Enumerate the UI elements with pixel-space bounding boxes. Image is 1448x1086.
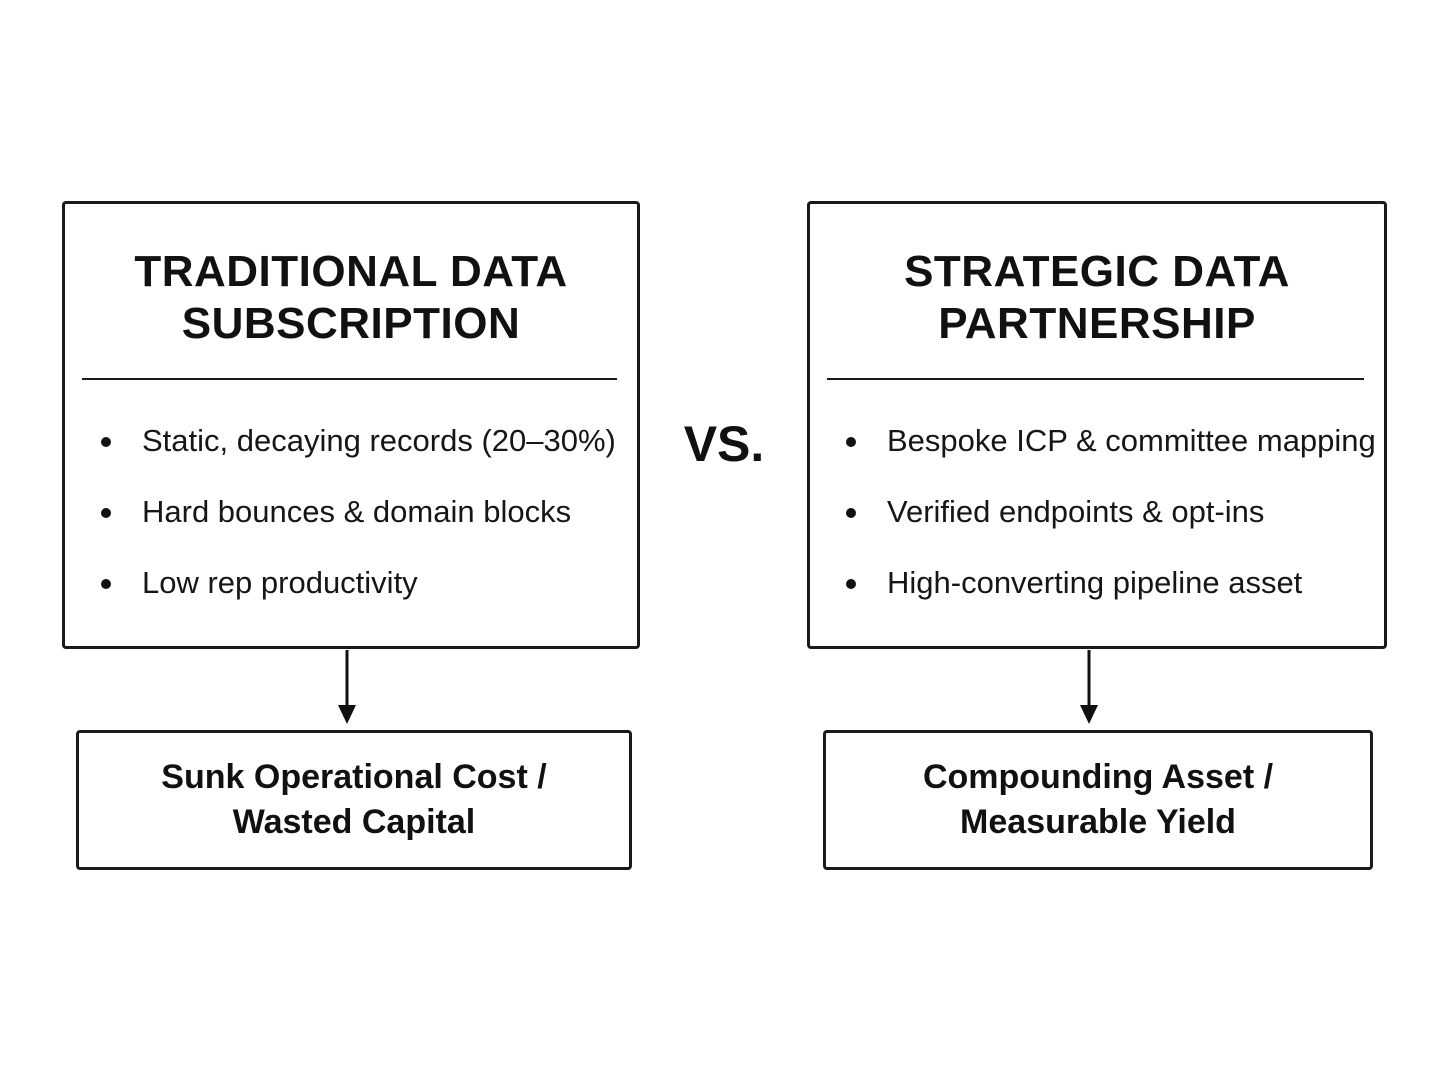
panel-title: TRADITIONAL DATA SUBSCRIPTION — [65, 246, 637, 350]
list-item: Hard bounces & domain blocks — [95, 490, 627, 561]
list-item: Low rep productivity — [95, 561, 627, 632]
bullet-dot-icon — [101, 437, 111, 447]
panel-title-line-2: SUBSCRIPTION — [181, 299, 521, 348]
list-item: Static, decaying records (20–30%) — [95, 419, 627, 490]
outcome-box-wasted-capital: Sunk Operational Cost / Wasted Capital — [76, 730, 632, 870]
panel-divider — [82, 378, 617, 380]
panel-title-line-1: STRATEGIC DATA — [904, 247, 1290, 296]
list-item: Bespoke ICP & committee mapping — [840, 419, 1376, 490]
traditional-subscription-panel: TRADITIONAL DATA SUBSCRIPTION Static, de… — [62, 201, 640, 649]
bullet-text: Verified endpoints & opt-ins — [887, 494, 1265, 529]
down-arrow-icon — [1080, 650, 1098, 724]
list-item: High-converting pipeline asset — [840, 561, 1374, 632]
bullet-dot-icon — [101, 579, 111, 589]
outcome-line-1: Sunk Operational Cost / — [161, 758, 547, 796]
panel-title-line-1: TRADITIONAL DATA — [134, 247, 568, 296]
down-arrow-icon — [338, 650, 356, 724]
bullet-dot-icon — [846, 508, 856, 518]
bullet-dot-icon — [846, 437, 856, 447]
panel-divider — [827, 378, 1364, 380]
bullet-list: Static, decaying records (20–30%) Hard b… — [95, 419, 627, 632]
bullet-text: Low rep productivity — [142, 565, 418, 600]
panel-title-line-2: PARTNERSHIP — [938, 299, 1256, 348]
outcome-line-2: Wasted Capital — [232, 803, 476, 841]
outcome-line-1: Compounding Asset / — [922, 758, 1274, 796]
outcome-box-measurable-yield: Compounding Asset / Measurable Yield — [823, 730, 1373, 870]
bullet-list: Bespoke ICP & committee mapping Verified… — [840, 419, 1376, 632]
bullet-text: Bespoke ICP & committee mapping — [887, 423, 1376, 458]
bullet-dot-icon — [846, 579, 856, 589]
outcome-line-2: Measurable Yield — [960, 803, 1236, 841]
bullet-dot-icon — [101, 508, 111, 518]
bullet-text: Hard bounces & domain blocks — [142, 494, 572, 529]
bullet-text: Static, decaying records (20–30%) — [142, 423, 616, 458]
strategic-partnership-panel: STRATEGIC DATA PARTNERSHIP Bespoke ICP &… — [807, 201, 1387, 649]
panel-title: STRATEGIC DATA PARTNERSHIP — [810, 246, 1384, 350]
bullet-text: High-converting pipeline asset — [887, 565, 1303, 600]
vs-label: VS. — [683, 416, 765, 472]
list-item: Verified endpoints & opt-ins — [840, 490, 1374, 561]
